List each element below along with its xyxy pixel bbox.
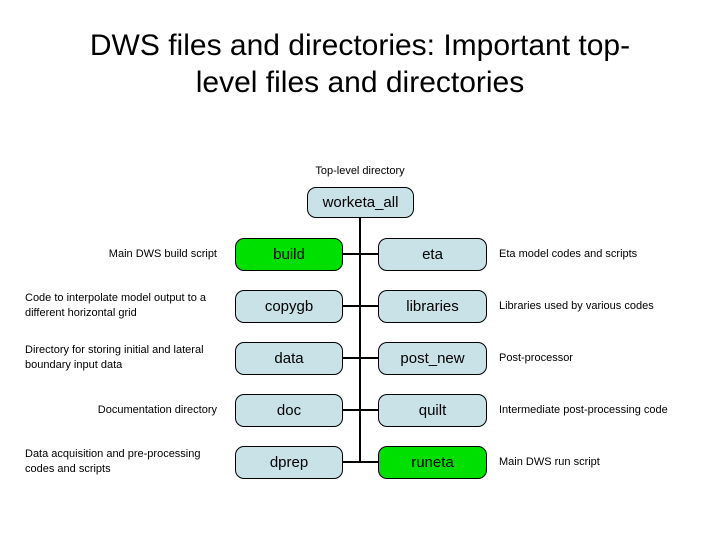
tree-spine-line <box>359 218 361 463</box>
connector-line-row-3 <box>343 357 378 359</box>
node-copygb: copygb <box>235 290 343 323</box>
connector-line-row-5 <box>343 461 378 463</box>
node-worketa-all: worketa_all <box>307 187 414 218</box>
node-quilt: quilt <box>378 394 487 427</box>
node-build: build <box>235 238 343 271</box>
slide-title-line-2: level files and directories <box>195 66 525 99</box>
description-post-new: Post-processor <box>499 351 573 364</box>
description-build: Main DWS build script <box>108 247 217 260</box>
node-post-new: post_new <box>378 342 487 375</box>
connector-line-row-2 <box>343 305 378 307</box>
slide-title: DWS files and directories: Important top… <box>0 27 720 101</box>
description-eta: Eta model codes and scripts <box>499 247 638 260</box>
node-data: data <box>235 342 343 375</box>
description-copygb: Code to interpolate model output to a di… <box>25 292 207 319</box>
root-directory-caption: Top-level directory <box>315 165 405 177</box>
description-doc: Documentation directory <box>97 403 217 416</box>
node-libraries: libraries <box>378 290 487 323</box>
description-quilt: Intermediate post-processing code <box>499 403 668 416</box>
node-dprep: dprep <box>235 446 343 479</box>
node-doc: doc <box>235 394 343 427</box>
slide-title-line-1: DWS files and directories: Important top… <box>89 29 631 62</box>
description-runeta: Main DWS run script <box>499 455 600 468</box>
description-dprep: Data acquisition and pre-processing code… <box>25 448 201 475</box>
connector-line-row-1 <box>343 253 378 255</box>
connector-line-row-4 <box>343 409 378 411</box>
description-data: Directory for storing initial and latera… <box>25 344 204 371</box>
node-eta: eta <box>378 238 487 271</box>
node-runeta: runeta <box>378 446 487 479</box>
description-libraries: Libraries used by various codes <box>499 299 654 312</box>
